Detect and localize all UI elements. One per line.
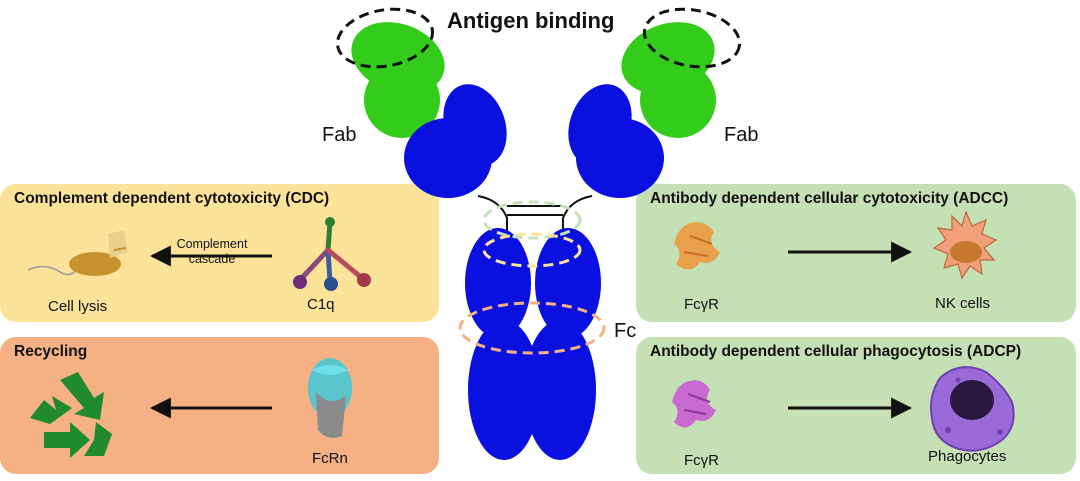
cell-lysis-label: Cell lysis [48,298,108,315]
fcrn-label: FcRn [312,450,348,467]
antigen-site-right [642,7,742,69]
c1q-label: C1q [307,296,335,313]
adcp-title: Antibody dependent cellular phagocytosis… [650,343,1022,360]
fcrn-site-oval [458,301,606,355]
lysed-cell-icon [27,230,128,276]
nk-cells-label: NK cells [935,295,991,312]
fab-left-light-chain [351,22,445,138]
cdc-title: Complement dependent cytotoxicity (CDC) [14,190,330,207]
cdc-arrow-note-line1: Complement [176,237,248,251]
nk-cell-icon [932,210,998,280]
fc-label: Fc [614,320,637,342]
c1q-icon [293,217,371,291]
fab-right-heavy-chain [568,84,664,198]
antigen-binding-label: Antigen binding [447,8,615,33]
fcgr-icon-adcp [672,380,716,428]
adcc-fcgr-label: FcγR [684,296,719,313]
c1q-site-oval [482,200,582,240]
fab-right-label: Fab [724,124,759,146]
fcgr-site-oval [482,232,582,268]
phagocytes-label: Phagocytes [928,448,1007,465]
adcc-title: Antibody dependent cellular cytotoxicity… [650,190,1009,207]
recycle-icon [30,372,112,458]
cdc-arrow-note-line2: cascade [188,252,236,266]
fcgr-icon-adcc [674,222,720,270]
hinge-region [477,195,593,238]
antigen-site-left [335,7,435,69]
phagocyte-icon [930,366,1015,452]
fcrn-icon [308,358,352,438]
fc-ch3-domains [468,320,596,460]
cdc-panel: Complement dependent cytotoxicity (CDC) [0,184,439,322]
fab-left-label: Fab [322,124,357,146]
recycling-title: Recycling [14,343,88,360]
fab-left-heavy-chain [404,84,507,198]
adcp-fcgr-label: FcγR [684,452,719,469]
cdc-arrow-note: Complement cascade [157,237,267,267]
